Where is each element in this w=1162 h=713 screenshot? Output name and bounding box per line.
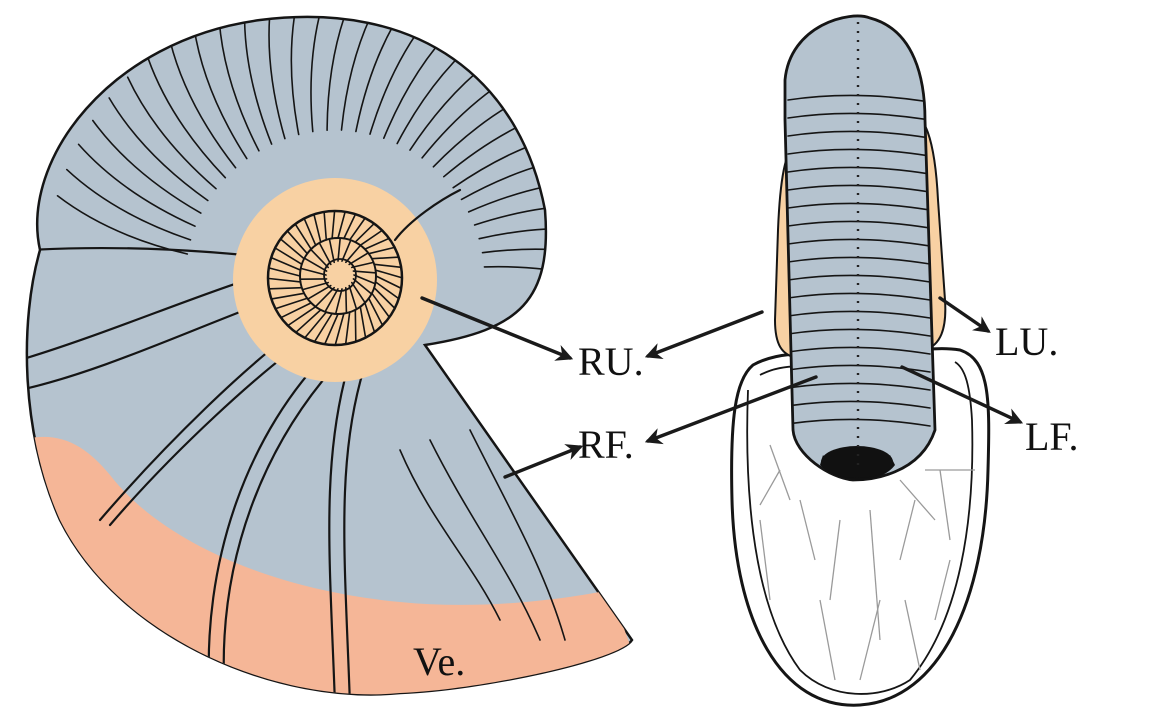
coil-rib: [346, 288, 347, 312]
venter-body: [785, 16, 935, 480]
ventral-view-shell: [732, 16, 989, 705]
arrow-ru-ventral: [648, 312, 762, 356]
label-left-umbilicus: LU.: [995, 319, 1058, 364]
label-right-umbilicus: RU.: [578, 339, 644, 384]
arrow-rf-shell: [505, 447, 580, 477]
coil-rib: [355, 310, 356, 341]
right-umbilicus-zone: [233, 178, 437, 382]
lateral-view-shell: [20, 0, 650, 713]
arrow-lu: [940, 298, 988, 331]
label-left-flank: LF.: [1025, 414, 1078, 459]
coil-rib: [270, 288, 302, 289]
label-venter: Ve.: [413, 639, 465, 684]
label-right-flank: RF.: [578, 422, 634, 467]
